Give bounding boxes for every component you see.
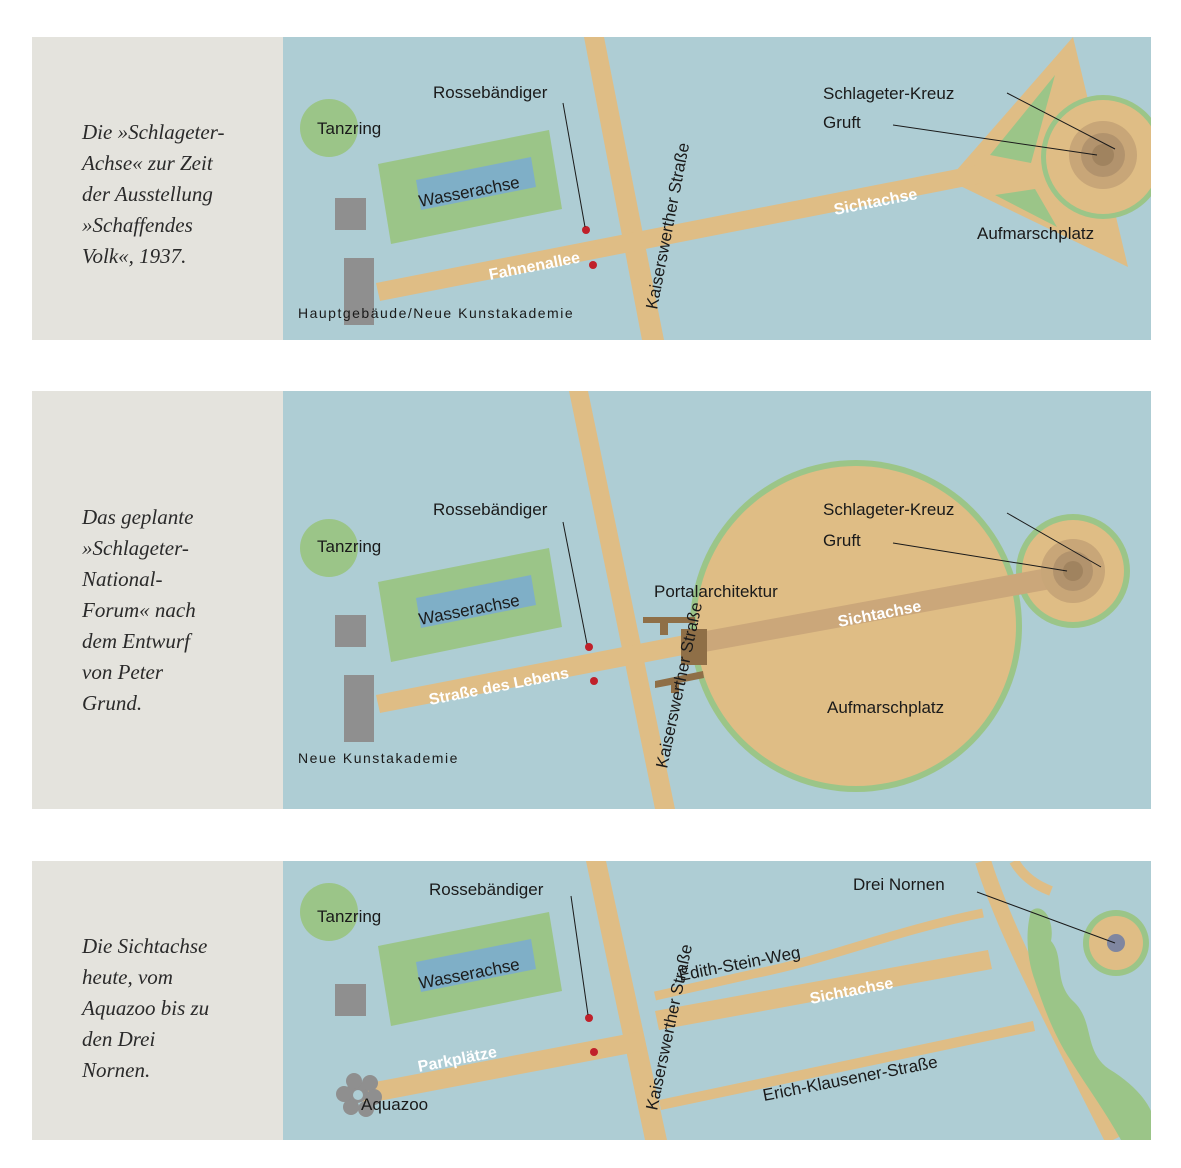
aufmarschplatz-label: Aufmarschplatz (827, 698, 944, 717)
drei-nornen-statue (1107, 934, 1125, 952)
edith-stein-weg-road (654, 908, 984, 1001)
rossebaendiger-marker (590, 1048, 598, 1056)
kaiserswerther-strasse-road (584, 37, 664, 340)
erich-klausener-strasse-road (659, 1021, 1035, 1110)
aufmarschplatz-label: Aufmarschplatz (977, 224, 1094, 243)
aufmarschplatz-area (696, 466, 1016, 786)
tanzring-label: Tanzring (317, 907, 381, 926)
wasserachse-pool (416, 157, 536, 210)
kaiserswerther-strasse-road (586, 861, 667, 1140)
parkplaetze-road (359, 1031, 647, 1104)
rossebaendiger-marker (582, 226, 590, 234)
riverside-road (1009, 861, 1053, 896)
riverside-road (975, 861, 1121, 1140)
panel-caption: Die »Schlageter- Achse« zur Zeit der Aus… (82, 120, 225, 268)
aquazoo-building (336, 1073, 382, 1117)
building-block (335, 615, 366, 647)
rossebaendiger-label: Rossebändiger (429, 880, 544, 899)
leader-line (892, 542, 1068, 572)
map-svg: Tanzring Rossebändiger Wasserachse Kaise… (298, 37, 1151, 340)
leader-line (1006, 512, 1102, 568)
leader-line (562, 102, 586, 228)
leader-line (1006, 92, 1116, 150)
panel-caption: Das geplante »Schlageter- National- Foru… (82, 505, 196, 715)
map-panel-planned-forum: Das geplante »Schlageter- National- Foru… (32, 391, 1151, 809)
tanzring-circle (300, 519, 358, 577)
hauptgebaeude-building (344, 258, 374, 325)
wasserachse-pool (416, 575, 536, 628)
leader-line (562, 521, 588, 645)
portalarchitektur-label: Portalarchitektur (654, 582, 778, 601)
kaiserswerther-strasse-road (569, 391, 675, 809)
aufmarschplatz-lawn (995, 189, 1057, 227)
gruft-label: Gruft (823, 531, 861, 550)
sichtachse-road (695, 566, 1062, 653)
rossebaendiger-marker (590, 677, 598, 685)
leader-line (976, 891, 1116, 944)
tanzring-circle (300, 883, 358, 941)
neue-kunstakademie-building (344, 675, 374, 742)
map-area: Tanzring Rossebändiger Wasserachse Kaise… (283, 861, 1151, 1140)
schlageter-kreuz-label: Schlageter-Kreuz (823, 84, 954, 103)
tanzring-label: Tanzring (317, 119, 381, 138)
caption-sidebar: Die Sichtachse heute, vom Aquazoo bis zu… (32, 861, 283, 1140)
gruft-label: Gruft (823, 113, 861, 132)
portal-structure (681, 629, 707, 665)
sichtachse-road (655, 950, 992, 1030)
rossebaendiger-label: Rossebändiger (433, 500, 548, 519)
building-block (335, 984, 366, 1016)
neue-kunstakademie-label: Neue Kunstakademie (298, 750, 459, 766)
portal-structure (643, 617, 695, 635)
riverbank-lawn (1027, 908, 1151, 1140)
schlageter-kreuz-label: Schlageter-Kreuz (823, 500, 954, 519)
map-panel-1937: Die »Schlageter- Achse« zur Zeit der Aus… (32, 37, 1151, 340)
aquazoo-label: Aquazoo (361, 1095, 428, 1114)
strasse-des-lebens-road (376, 633, 699, 713)
panel-caption: Die Sichtachse heute, vom Aquazoo bis zu… (82, 934, 210, 1082)
aquazoo-center (353, 1090, 363, 1100)
tanzring-label: Tanzring (317, 537, 381, 556)
map-svg: Tanzring Rossebändiger Wasserachse Kaise… (300, 861, 1151, 1140)
tanzring-circle (300, 99, 358, 157)
caption-sidebar: Das geplante »Schlageter- National- Foru… (32, 391, 283, 809)
sichtachse-road (376, 165, 982, 301)
rossebaendiger-label: Rossebändiger (433, 83, 548, 102)
rossebaendiger-marker (585, 1014, 593, 1022)
portal-structure (655, 671, 704, 693)
rossebaendiger-marker (589, 261, 597, 269)
map-svg: Tanzring Rossebändiger Wasserachse Kaise… (298, 391, 1130, 809)
schlageter-kreuz-center (1063, 561, 1083, 581)
building-block (335, 198, 366, 230)
caption-sidebar: Die »Schlageter- Achse« zur Zeit der Aus… (32, 37, 283, 340)
schlageter-kreuz-center (1092, 144, 1114, 166)
rossebaendiger-marker (585, 643, 593, 651)
leader-line (570, 895, 589, 1016)
map-area: Tanzring Rossebändiger Wasserachse Kaise… (283, 391, 1151, 809)
aufmarschplatz-lawn (990, 75, 1055, 163)
hauptgebaeude-label: Hauptgebäude/Neue Kunstakademie (298, 305, 574, 321)
map-area: Tanzring Rossebändiger Wasserachse Kaise… (283, 37, 1151, 340)
map-panel-today: Die Sichtachse heute, vom Aquazoo bis zu… (32, 861, 1151, 1140)
drei-nornen-label: Drei Nornen (853, 875, 945, 894)
leader-line (892, 124, 1098, 156)
wasserachse-pool (416, 939, 536, 992)
